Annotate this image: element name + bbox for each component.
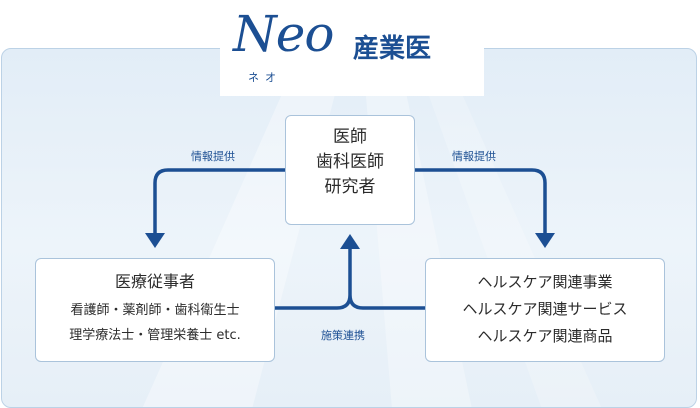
arrowhead-up bbox=[340, 234, 360, 249]
node-line: ヘルスケア関連商品 bbox=[477, 327, 613, 345]
node-line: 歯科医師 bbox=[316, 152, 384, 172]
node-healthcare-business: ヘルスケア関連事業 ヘルスケア関連サービス ヘルスケア関連商品 bbox=[425, 258, 665, 362]
arrowhead-right bbox=[535, 233, 555, 248]
arrow-collaboration bbox=[275, 246, 425, 310]
node-doctors: 医師 歯科医師 研究者 bbox=[285, 115, 415, 225]
node-line: 理学療法士・管理栄養士 etc. bbox=[69, 328, 241, 343]
edge-label-left: 情報提供 bbox=[191, 150, 235, 163]
header-cutout bbox=[220, 6, 484, 96]
arrow-to-left bbox=[153, 168, 285, 235]
logo-title: 産業医 bbox=[353, 34, 432, 64]
node-line: ヘルスケア関連事業 bbox=[477, 273, 613, 291]
arrowhead-left bbox=[145, 233, 165, 248]
node-medical-staff: 医療従事者 看護師・薬剤師・歯科衛生士 理学療法士・管理栄養士 etc. bbox=[35, 258, 275, 362]
node-title: 医療従事者 bbox=[114, 272, 195, 291]
edge-label-right: 情報提供 bbox=[452, 150, 496, 163]
logo-ruby: ネオ bbox=[248, 71, 282, 84]
node-line: 看護師・薬剤師・歯科衛生士 bbox=[70, 303, 240, 318]
node-line: 医師 bbox=[333, 127, 367, 147]
arrow-to-right bbox=[415, 168, 547, 235]
edge-label-collaboration: 施策連携 bbox=[321, 329, 365, 342]
node-line: 研究者 bbox=[324, 177, 376, 197]
node-line: ヘルスケア関連サービス bbox=[462, 300, 628, 318]
logo-neo: Neo bbox=[233, 5, 334, 63]
